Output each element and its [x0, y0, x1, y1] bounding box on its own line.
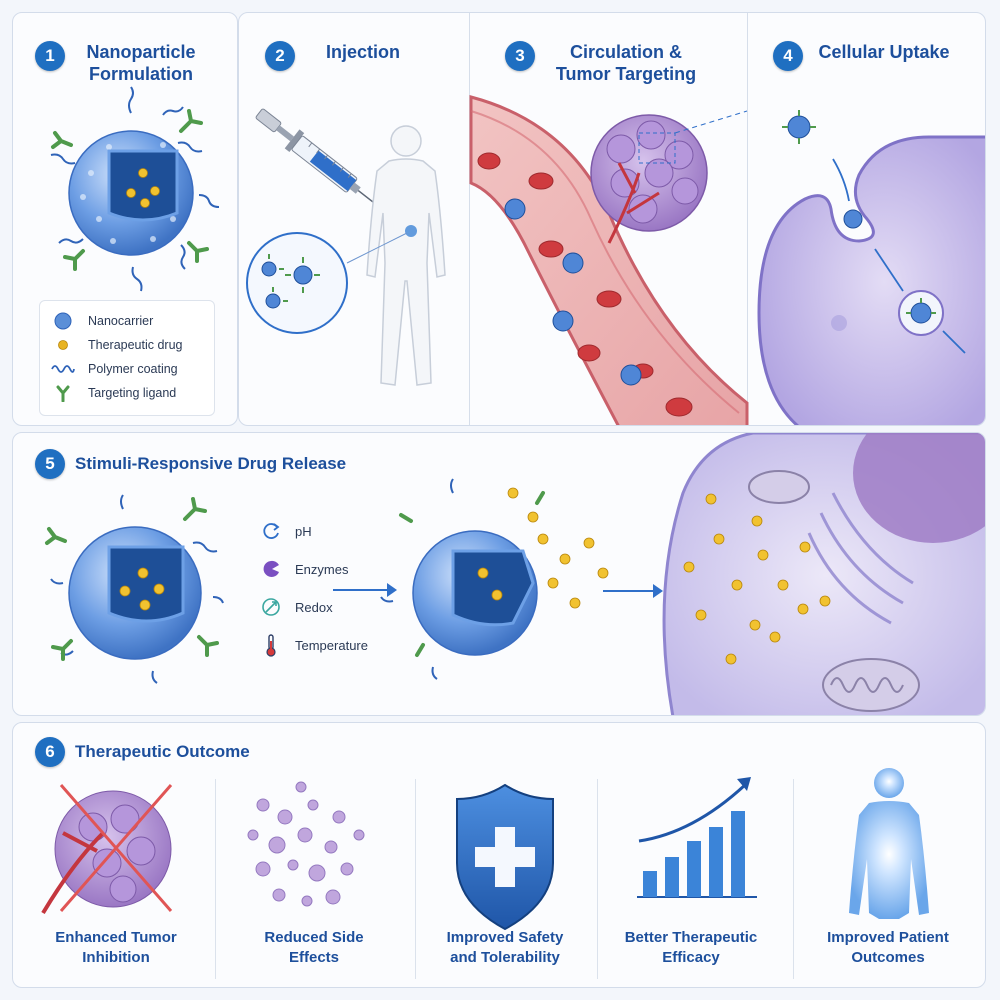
- legend-item: Targeting ligand: [50, 383, 176, 403]
- bar-chart-up-icon: [637, 777, 757, 898]
- divider: [747, 13, 748, 425]
- divider: [793, 779, 794, 979]
- thermometer-icon: [266, 634, 276, 657]
- divider: [415, 779, 416, 979]
- legend-item: Nanocarrier: [50, 311, 153, 331]
- drug-release-illustration: [45, 433, 985, 715]
- step-badge: 2: [265, 41, 295, 71]
- outcome-icons: [41, 768, 929, 931]
- step-title: Nanoparticle Formulation: [86, 42, 196, 84]
- step-badge: 4: [773, 41, 803, 71]
- polymer-coating-icon: [51, 365, 75, 373]
- scattered-cells-icon: [247, 781, 365, 907]
- step-title: Therapeutic Outcome: [75, 742, 250, 761]
- nanoparticle-illustration: [50, 86, 220, 292]
- stimulus-item: pH: [259, 519, 312, 543]
- step-title: Stimuli-Responsive Drug Release: [75, 454, 347, 473]
- divider: [597, 779, 598, 979]
- step-badge: 6: [35, 737, 65, 767]
- glowing-body-icon: [849, 768, 929, 919]
- legend: Nanocarrier Therapeutic drug Polymer coa…: [39, 300, 215, 416]
- injection-illustration: [246, 108, 446, 386]
- panel-formulation: 1 Nanoparticle Formulation: [12, 12, 238, 426]
- stimulus-item: Temperature: [259, 633, 368, 657]
- legend-item: Polymer coating: [50, 359, 178, 379]
- panel-outcome: 6 Therapeutic Outcome: [12, 722, 986, 988]
- panel-delivery: 2 Injection 3 Circ: [238, 12, 986, 426]
- tumor-crossed-icon: [41, 784, 173, 915]
- step-title: Injection: [325, 42, 400, 62]
- legend-item: Therapeutic drug: [50, 335, 183, 355]
- redox-icon: [262, 598, 280, 616]
- step-badge: 3: [505, 41, 535, 71]
- panel-drug-release: 5 Stimuli-Responsive Drug Release: [12, 432, 986, 716]
- stimulus-item: Enzymes: [259, 557, 348, 581]
- enzyme-icon: [263, 560, 279, 577]
- step-title: Cellular Uptake: [818, 42, 950, 62]
- nanocarrier-icon: [54, 312, 72, 330]
- targeting-ligand-icon: [56, 385, 70, 402]
- drug-dot-icon: [58, 340, 68, 350]
- step-badge: 5: [35, 449, 65, 479]
- step-badge: 1: [35, 41, 65, 71]
- shield-cross-icon: [456, 783, 554, 931]
- cellular-uptake-illustration: [757, 110, 985, 425]
- stimulus-item: Redox: [259, 595, 333, 619]
- circulation-illustration: [469, 95, 749, 425]
- ph-cycle-icon: [263, 523, 280, 539]
- step-title: Circulation & Tumor Targeting: [555, 42, 697, 84]
- divider: [469, 13, 470, 425]
- divider: [215, 779, 216, 979]
